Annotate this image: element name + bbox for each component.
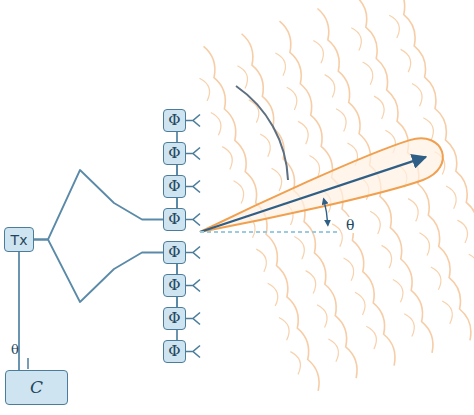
node-text: Φ (168, 245, 180, 260)
wavelet (366, 324, 379, 349)
node-text: Tx (11, 233, 28, 247)
controller-box: C (5, 370, 68, 405)
wavelet (317, 303, 330, 328)
transmitter-box: Tx (4, 227, 34, 252)
wavelet (279, 316, 292, 341)
wavelet (363, 60, 376, 85)
phase-shifter-box: Φ (163, 241, 186, 264)
wavelet (237, 64, 250, 89)
antenna-element (186, 346, 200, 358)
node-text: Φ (168, 344, 180, 359)
feed-line (34, 170, 163, 240)
wavelet (401, 47, 414, 72)
wavelet (382, 243, 395, 268)
beam-lobe (193, 132, 448, 252)
wavelet (287, 85, 300, 110)
node-text: Φ (168, 278, 180, 293)
phase-shifter-box: Φ (163, 274, 186, 297)
node-text: Φ (168, 212, 180, 227)
feed-line (34, 240, 163, 303)
angle-arc (324, 199, 328, 225)
phase-shifter-box: Φ (163, 208, 186, 231)
node-text: Φ (168, 179, 180, 194)
wavelet (309, 154, 322, 179)
wavelet (469, 252, 474, 277)
wavelet (344, 256, 357, 281)
wavelet (351, 26, 364, 51)
wavelet (268, 281, 281, 306)
node-text: Φ (168, 113, 180, 128)
node-text: C (30, 379, 43, 396)
antenna-element (186, 115, 200, 127)
phase-shifter-box: Φ (163, 340, 186, 363)
wavelet (404, 312, 417, 337)
antenna-element (186, 214, 200, 226)
antenna-element (186, 313, 200, 325)
wavelet (336, 107, 349, 132)
phase-shifter-box: Φ (163, 307, 186, 330)
node-text: Φ (168, 311, 180, 326)
wavelet (290, 350, 303, 375)
antenna-element (186, 280, 200, 292)
wavelet (234, 179, 247, 204)
wavelet (222, 145, 235, 170)
node-text: Φ (168, 146, 180, 161)
wavelet (412, 82, 425, 107)
wavelet (275, 51, 288, 76)
beam-arrow (200, 157, 426, 232)
wavelet (389, 13, 402, 38)
wavelet (408, 197, 421, 222)
antenna-element (186, 247, 200, 259)
wavelet (457, 218, 470, 243)
phase-shifter-box: Φ (163, 175, 186, 198)
lobe-outline (193, 132, 448, 252)
wavefront-arc (236, 86, 288, 180)
wavelet (298, 119, 311, 144)
antenna-symbols (186, 115, 200, 358)
wavelet (419, 231, 432, 256)
wavelet (256, 247, 269, 272)
phase-shifter-box: Φ (163, 109, 186, 132)
wavelet (272, 166, 285, 191)
wavelet (325, 73, 338, 98)
wavelet (211, 111, 224, 136)
input-label: θ (9, 342, 21, 357)
wavelet (431, 265, 444, 290)
wavelet (313, 39, 326, 64)
boresight-line (200, 231, 340, 233)
antenna-element (186, 148, 200, 160)
wavelet (260, 132, 273, 157)
wavelet (328, 337, 341, 362)
wavelet (294, 235, 307, 260)
wavelet (306, 269, 319, 294)
input-tick (27, 358, 29, 369)
wavelet (199, 76, 212, 101)
wavelet (370, 209, 383, 234)
antenna-element (186, 181, 200, 193)
wavelet (355, 290, 368, 315)
wavelet (393, 278, 406, 303)
angle-label: θ (344, 217, 356, 233)
wavelet (374, 94, 387, 119)
phase-shifter-box: Φ (163, 142, 186, 165)
wavelet (442, 299, 455, 324)
wavelet (423, 116, 436, 141)
wavefronts (190, 0, 474, 395)
wavelet (446, 184, 459, 209)
